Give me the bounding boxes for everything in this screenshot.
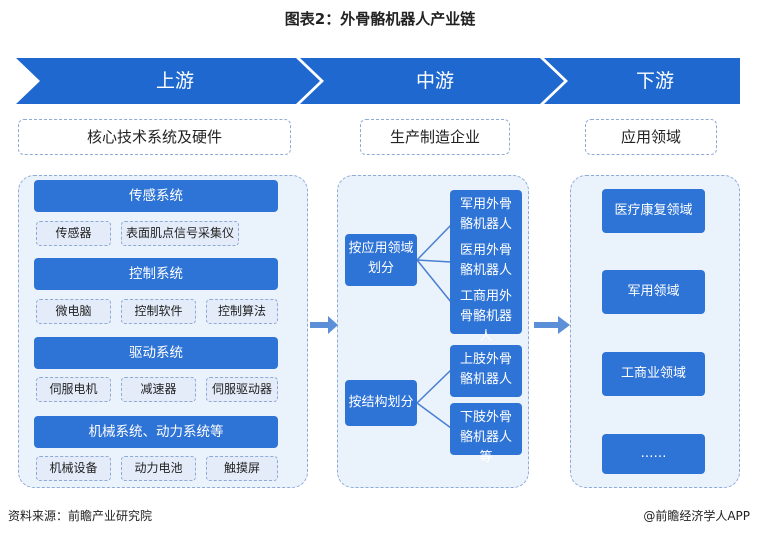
- medical-rehab-field: 医疗康复领域: [602, 189, 705, 233]
- control-system: 控制系统: [34, 258, 278, 290]
- item-servo-driver: 伺服驱动器: [206, 377, 278, 402]
- item-control-software: 控制软件: [121, 299, 196, 324]
- sensing-system: 传感系统: [34, 180, 278, 212]
- item-microcomputer: 微电脑: [36, 299, 111, 324]
- brand-credit: @前瞻经济学人APP: [643, 509, 750, 523]
- upper-limb-exoskeleton: 上肢外骨骼机器人: [450, 345, 522, 397]
- item-power-battery: 动力电池: [121, 456, 196, 481]
- by-application: 按应用领域划分: [345, 234, 417, 286]
- item-emg-collector: 表面肌点信号采集仪: [121, 221, 239, 246]
- page-title: 图表2：外骨骼机器人产业链: [284, 10, 476, 28]
- source-note: 资料来源：前瞻产业研究院: [8, 509, 153, 523]
- mechanical-power-system: 机械系统、动力系统等: [34, 416, 278, 448]
- chevron-upstream: [16, 58, 320, 104]
- military-exoskeleton: 军用外骨骼机器人: [450, 190, 522, 242]
- arrow-mid-to-down: [534, 316, 570, 334]
- item-sensor: 传感器: [36, 221, 111, 246]
- chevron-downstream: [544, 58, 740, 104]
- commercial-field: 工商业领域: [602, 352, 705, 396]
- medical-exoskeleton: 医用外骨骼机器人: [450, 236, 522, 288]
- stage-upstream: 上游: [155, 70, 194, 92]
- chevron-midstream: [300, 58, 564, 104]
- item-touchscreen: 触摸屏: [206, 456, 278, 481]
- by-structure: 按结构划分: [345, 380, 417, 426]
- item-control-algorithm: 控制算法: [206, 299, 278, 324]
- item-servo-motor: 伺服电机: [36, 377, 111, 402]
- military-field: 军用领域: [602, 270, 705, 314]
- item-reducer: 减速器: [121, 377, 196, 402]
- stage-downstream: 下游: [635, 70, 674, 92]
- lower-limb-exoskeleton: 下肢外骨骼机器人等: [450, 403, 522, 465]
- item-mechanical-equipment: 机械设备: [36, 456, 111, 481]
- header-upstream: 核心技术系统及硬件: [18, 119, 291, 155]
- more-fields: ……: [602, 434, 705, 474]
- stage-chevrons: [16, 58, 740, 104]
- midstream-connectors: [416, 224, 452, 429]
- commercial-exoskeleton: 工商用外骨骼机器人: [450, 282, 522, 344]
- arrow-up-to-mid: [310, 316, 338, 334]
- header-downstream: 应用领域: [585, 119, 717, 155]
- stage-midstream: 中游: [415, 70, 454, 92]
- drive-system: 驱动系统: [34, 337, 278, 369]
- header-midstream: 生产制造企业: [360, 119, 510, 155]
